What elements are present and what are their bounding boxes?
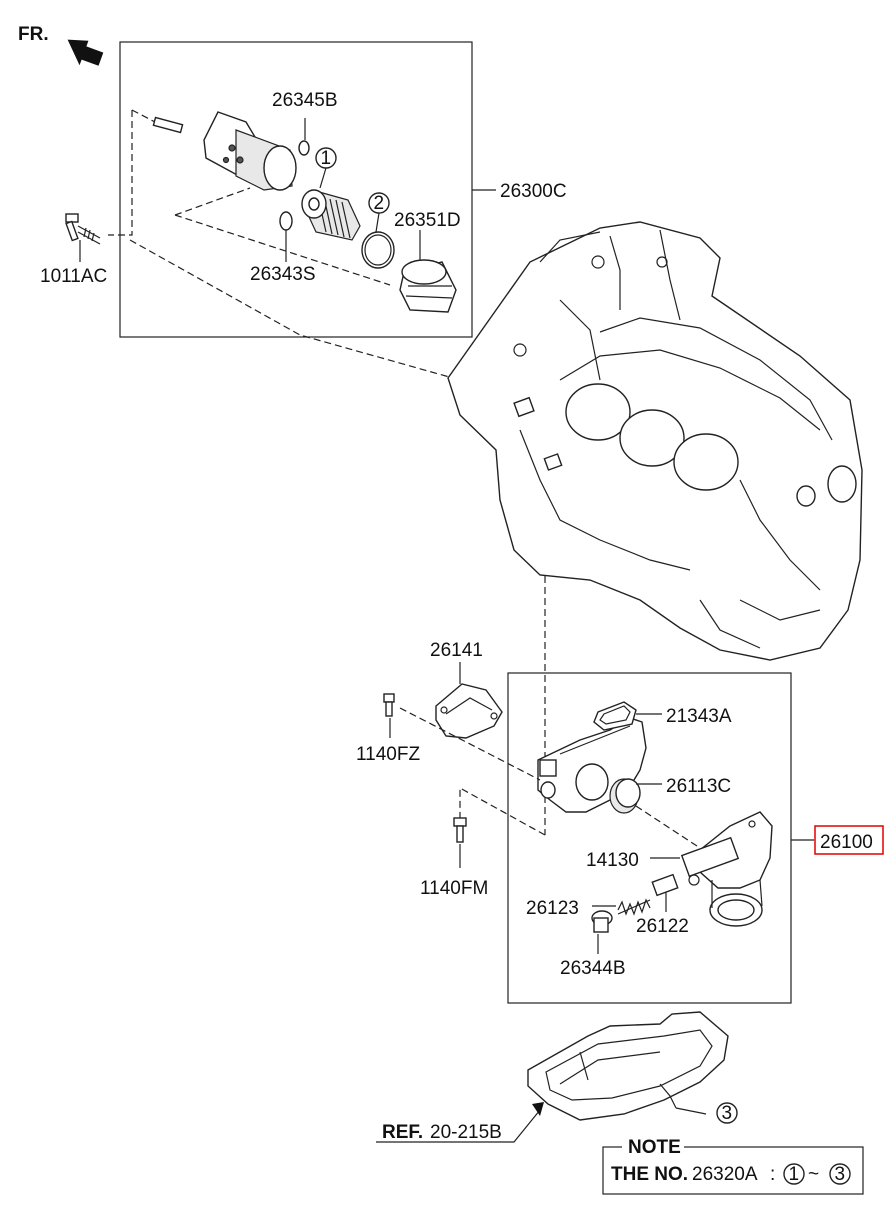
callout-26345B[interactable]: 26345B — [272, 90, 338, 111]
ref-code[interactable]: 20-215B — [430, 1122, 502, 1143]
svg-text:1: 1 — [321, 148, 332, 169]
svg-text:3: 3 — [722, 1103, 733, 1124]
plunger-26122 — [651, 873, 679, 897]
bolt-1140FM — [453, 817, 467, 843]
note-colon: : — [770, 1164, 775, 1185]
note-prefix: THE NO. — [611, 1164, 688, 1185]
oil-filter-assembly-group: 26300C 26345B 26343S 1 — [108, 41, 567, 338]
o-ring-large — [361, 231, 395, 269]
callout-14130[interactable]: 14130 — [586, 850, 639, 871]
note-from: 1 — [789, 1164, 800, 1185]
cover-26141 — [435, 683, 503, 739]
ref-prefix[interactable]: REF. — [382, 1122, 423, 1143]
callout-26344B[interactable]: 26344B — [560, 958, 626, 979]
bolt-1011AC — [65, 213, 101, 245]
gasket-26345B — [298, 140, 310, 156]
reference-callout: REF. 20-215B — [376, 1102, 544, 1143]
note-box: NOTE THE NO. 26320A : 1 ~ 3 — [602, 1136, 864, 1195]
callout-21343A[interactable]: 21343A — [666, 706, 732, 727]
pipe-fitting — [152, 116, 184, 134]
oil-pan-illustration — [527, 1011, 729, 1121]
o-ring-26343S — [279, 211, 293, 231]
note-to: 3 — [835, 1164, 846, 1185]
callout-1140FZ[interactable]: 1140FZ — [356, 744, 420, 765]
oil-pump-assembly-group: 26100 21343A 26113C — [459, 672, 884, 1004]
gasket-21343A — [593, 701, 637, 731]
fr-label: FR. — [18, 24, 49, 45]
relief-valve-body-14130 — [680, 811, 773, 927]
cylinder-bore-2 — [619, 409, 685, 467]
filter-housing — [203, 111, 297, 191]
callout-1011AC[interactable]: 1011AC — [40, 266, 107, 287]
circle-3-marker: 3 — [716, 1102, 738, 1124]
callout-26100[interactable]: 26100 — [820, 832, 873, 853]
callout-26100-highlight — [814, 825, 884, 855]
cylinder-bore-3 — [673, 433, 739, 491]
callout-1140FM[interactable]: 1140FM — [420, 878, 488, 899]
front-arrow-icon — [67, 39, 104, 66]
plug-26344B — [591, 910, 613, 933]
spring-26123 — [617, 898, 651, 916]
circle-1-marker: 1 — [315, 147, 337, 169]
callout-26343S[interactable]: 26343S — [250, 264, 316, 285]
callout-26113C[interactable]: 26113C — [666, 776, 731, 797]
svg-text:2: 2 — [374, 193, 385, 214]
cylinder-bore-1 — [565, 383, 631, 441]
bolt-1140FZ — [383, 693, 395, 717]
note-title: NOTE — [628, 1137, 681, 1158]
note-part: 26320A — [692, 1164, 758, 1185]
callout-26122[interactable]: 26122 — [636, 916, 689, 937]
front-direction-indicator: FR. — [18, 24, 104, 66]
callout-26141[interactable]: 26141 — [430, 640, 483, 661]
circle-2-marker: 2 — [368, 192, 390, 214]
callout-26351D[interactable]: 26351D — [394, 210, 461, 231]
callout-26300C[interactable]: 26300C — [500, 181, 567, 202]
callout-26123[interactable]: 26123 — [526, 898, 579, 919]
oil-pump-box — [507, 672, 792, 1004]
filter-cap-icon — [399, 259, 457, 313]
engine-block-illustration — [447, 221, 863, 661]
filter-element-icon — [301, 189, 361, 241]
note-range-sep: ~ — [808, 1164, 819, 1185]
seal-26113C — [609, 778, 641, 814]
